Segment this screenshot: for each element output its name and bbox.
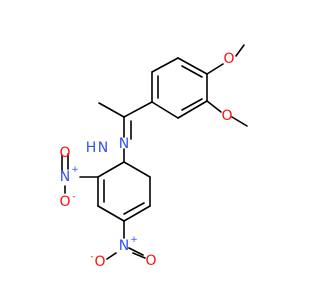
atom-o-nitro-bottom-single: O [94,254,105,270]
atom-o-nitro-left-double: O [59,145,70,161]
atom-n-nitro-bottom: N [119,238,129,254]
atom-labels: O O N N H N + O O - N + O - O [59,51,234,270]
structure-diagram: O O N N H N + O O - N + O - O [59,44,248,270]
atom-o-nitro-bottom-double: O [145,253,156,269]
atom-n-hydrazone-upper: N [119,136,129,152]
atom-o-methoxy-top: O [223,51,234,67]
atom-o-nitro-left-single: O [59,194,70,210]
atom-o-methoxy-right: O [221,108,232,124]
atom-n-nitro-left: N [60,169,70,185]
charge-plus-bottom: + [130,235,138,245]
atom-h-hydrazone: H [86,140,97,156]
charge-minus-bottom: - [90,252,93,262]
bonds [61,44,248,260]
atom-n-hydrazone-lower: N [98,140,108,156]
charge-minus-left: - [72,192,75,202]
charge-plus-left: + [71,165,79,175]
